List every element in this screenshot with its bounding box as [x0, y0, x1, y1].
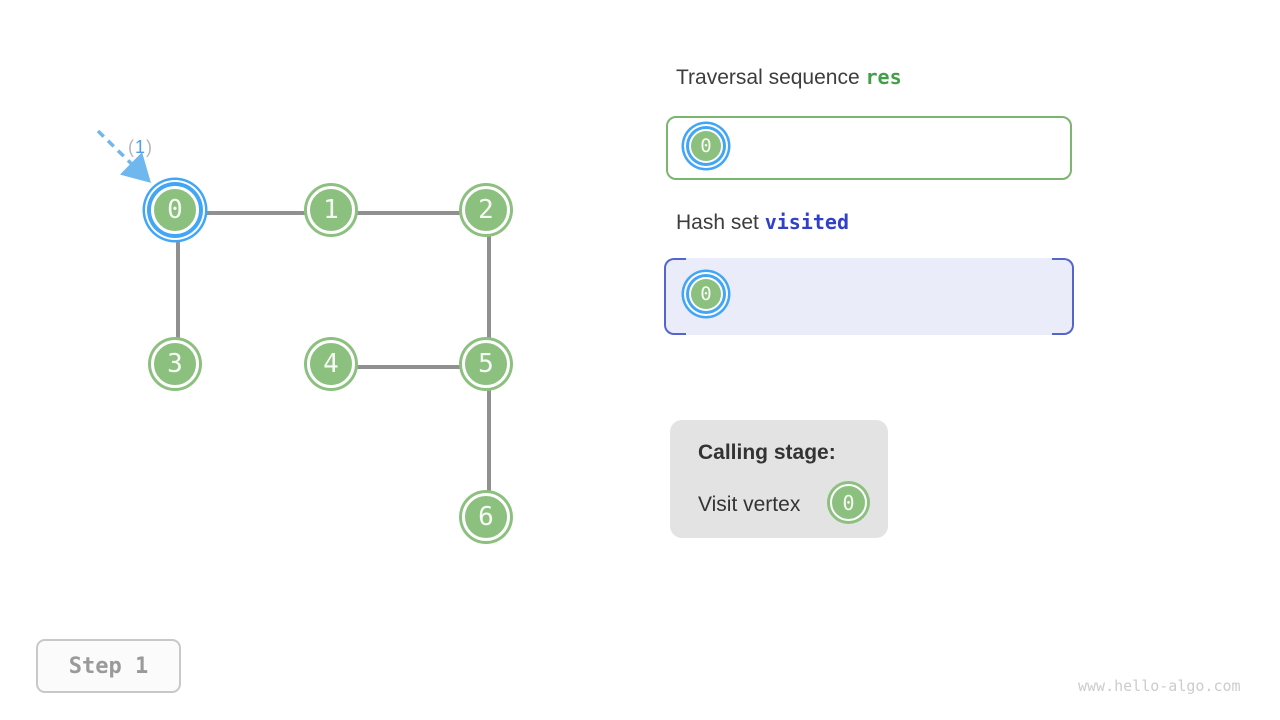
calling-stage-action: Visit vertex — [698, 493, 801, 516]
vertex-label: 3 — [167, 349, 183, 379]
visited-title-text: Hash set — [676, 211, 759, 234]
vertex-label: 0 — [167, 195, 183, 225]
step-annotation: (1) — [128, 137, 153, 158]
traversal-title: Traversal sequence res — [676, 65, 902, 90]
traversal-sequence-box — [666, 116, 1072, 180]
traversal-title-text: Traversal sequence — [676, 66, 860, 89]
graph-vertex-3: 3 — [151, 340, 199, 388]
res-item-label: 0 — [700, 135, 712, 157]
step-badge-label: Step 1 — [68, 653, 149, 679]
vertex-label: 2 — [478, 195, 494, 225]
calling-stage-vertex: 0 — [830, 484, 867, 521]
graph-vertex-2: 2 — [462, 186, 510, 234]
graph-vertex-5: 5 — [462, 340, 510, 388]
res-code-label: res — [865, 65, 902, 89]
pointer-arrow — [96, 129, 152, 183]
visited-code-label: visited — [764, 210, 850, 234]
calling-stage-heading: Calling stage: — [698, 441, 836, 464]
vertex-label: 6 — [478, 502, 494, 532]
watermark: www.hello-algo.com — [1078, 677, 1241, 695]
annotation-open: ( — [128, 137, 135, 157]
hash-set-box — [664, 258, 1074, 335]
calling-vertex-label: 0 — [842, 490, 855, 515]
visited-item-label: 0 — [700, 283, 712, 305]
step-badge: Step 1 — [36, 639, 181, 693]
annotation-close: ) — [146, 137, 154, 157]
graph-vertex-0: 0 — [151, 186, 199, 234]
calling-stage-box: Calling stage: Visit vertex 0 — [670, 420, 888, 538]
vertex-label: 4 — [323, 349, 339, 379]
hash-set-bracket-right — [1052, 258, 1074, 335]
visited-item-0: 0 — [689, 277, 723, 311]
annotation-number: 1 — [135, 137, 147, 157]
vertex-label: 5 — [478, 349, 494, 379]
res-item-0: 0 — [689, 129, 723, 163]
visited-title: Hash set visited — [676, 210, 849, 235]
vertex-label: 1 — [323, 195, 339, 225]
graph-vertex-1: 1 — [307, 186, 355, 234]
hash-set-bracket-left — [664, 258, 686, 335]
graph-vertex-6: 6 — [462, 493, 510, 541]
graph-vertex-4: 4 — [307, 340, 355, 388]
